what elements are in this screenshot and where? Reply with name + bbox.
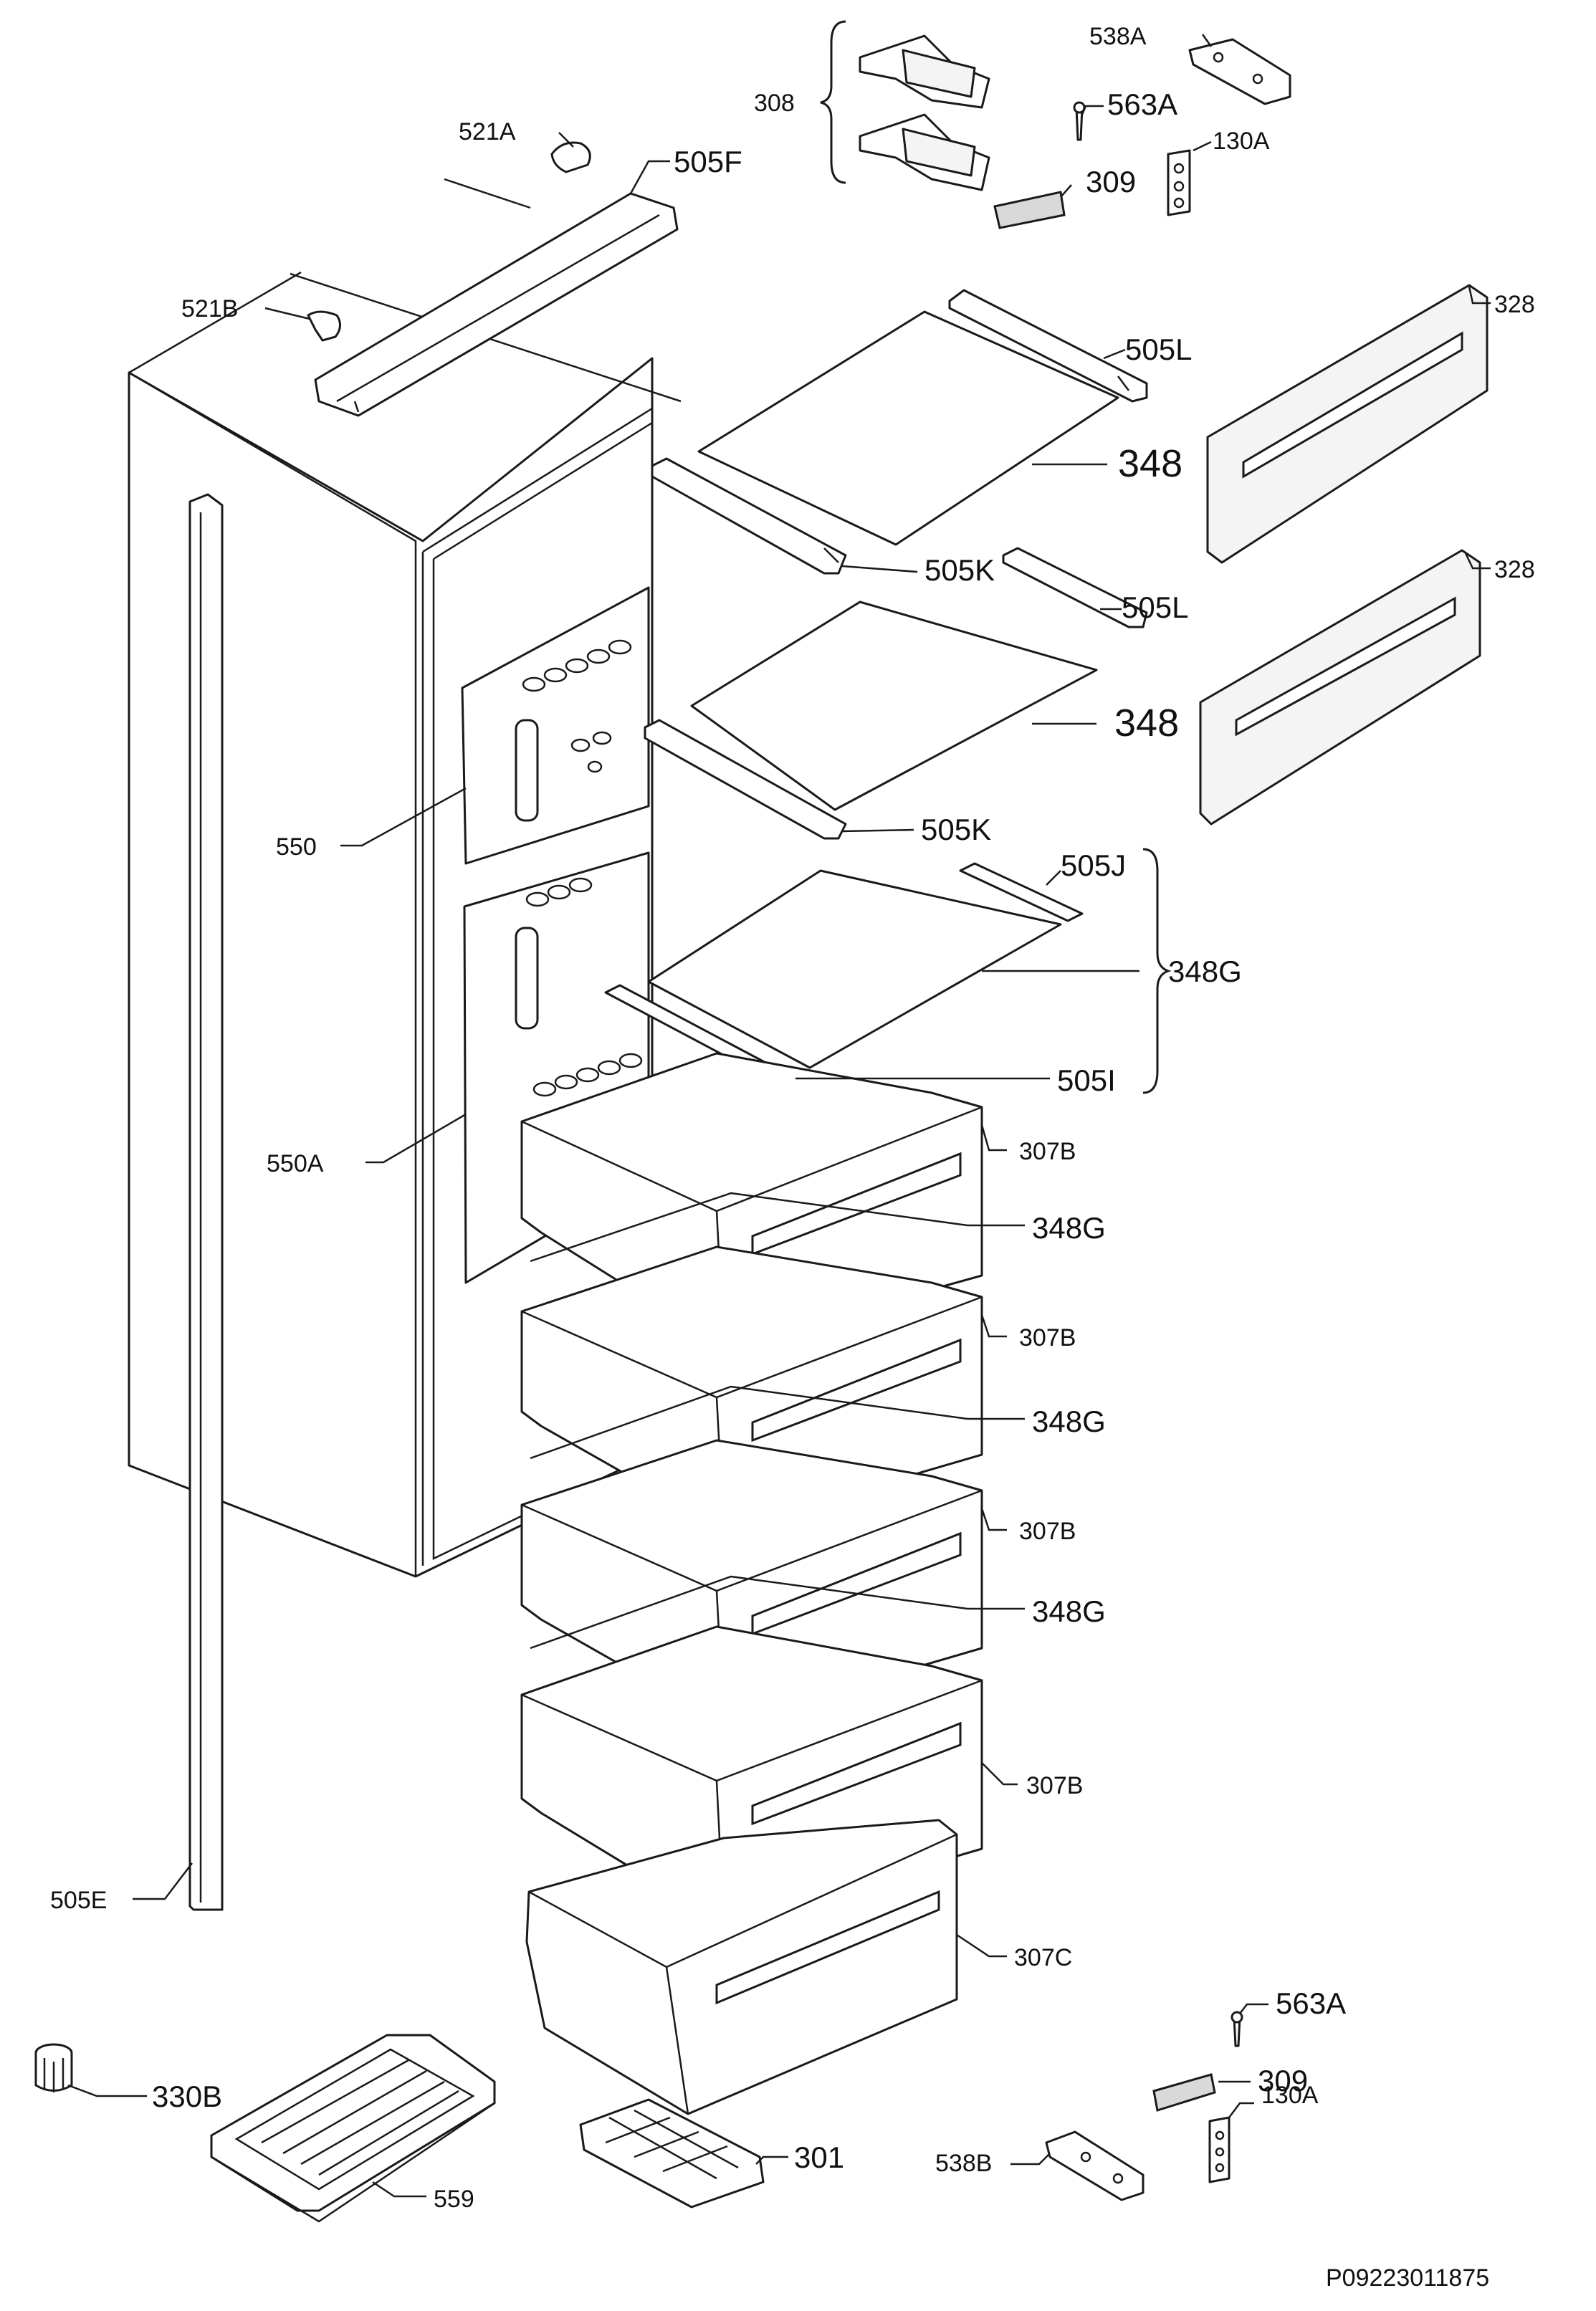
label-307b-1: 307B bbox=[1019, 1138, 1076, 1165]
label-307b-2: 307B bbox=[1019, 1324, 1076, 1351]
part-labels: 308 538A 563A 130A 309 521A 505F 521B 50… bbox=[50, 23, 1535, 2292]
label-505e: 505E bbox=[50, 1887, 107, 1914]
reference-code: P09223011875 bbox=[1326, 2264, 1489, 2292]
bracket-130a-top bbox=[1167, 149, 1191, 216]
label-348-2: 348 bbox=[1114, 702, 1179, 745]
label-505j: 505J bbox=[1061, 848, 1126, 882]
glass-divider-348g-3 bbox=[530, 1575, 968, 1650]
label-307b-3: 307B bbox=[1019, 1518, 1076, 1545]
ice-tray-301 bbox=[579, 2098, 765, 2209]
label-328-2: 328 bbox=[1494, 556, 1535, 583]
screw-563a-bottom bbox=[1231, 2011, 1243, 2047]
label-563a-top: 563A bbox=[1107, 87, 1177, 121]
shelf-rail-505j bbox=[959, 862, 1084, 922]
cap-521a bbox=[550, 141, 591, 173]
label-348-1: 348 bbox=[1118, 442, 1182, 485]
label-309-top: 309 bbox=[1086, 165, 1136, 198]
label-309-bottom: 309 bbox=[1258, 2064, 1308, 2097]
label-307b-4: 307B bbox=[1026, 1772, 1083, 1799]
drawer-307b-2 bbox=[520, 1245, 983, 1531]
label-505k-1: 505K bbox=[924, 553, 995, 587]
pad-309-top bbox=[993, 191, 1066, 229]
label-550: 550 bbox=[276, 833, 317, 861]
label-538b: 538B bbox=[935, 2150, 992, 2177]
screw-563a-top bbox=[1073, 101, 1086, 141]
bracket-130a-bottom bbox=[1208, 2116, 1231, 2183]
hinge-set-308 bbox=[859, 34, 990, 191]
brace-308 bbox=[820, 20, 846, 184]
label-348g-1: 348G bbox=[1032, 1211, 1106, 1245]
label-505i: 505I bbox=[1057, 1063, 1116, 1097]
shelf-rail-505k-2 bbox=[644, 719, 847, 840]
label-505l-2: 505L bbox=[1122, 590, 1188, 624]
label-348g-2: 348G bbox=[1032, 1405, 1106, 1438]
label-130a-bottom: 130A bbox=[1261, 2082, 1319, 2109]
control-panel-550 bbox=[461, 586, 650, 865]
label-348g-main: 348G bbox=[1168, 954, 1242, 988]
door-gasket-505e bbox=[188, 493, 224, 1911]
door-bin-328-2 bbox=[1199, 549, 1481, 826]
shelf-rail-505k-1 bbox=[651, 457, 847, 575]
glass-shelf-348-2 bbox=[690, 601, 1098, 811]
drawer-307b-3 bbox=[520, 1439, 983, 1725]
brace-348g bbox=[1142, 848, 1172, 1094]
label-505l-1: 505L bbox=[1125, 332, 1192, 366]
knob-330b bbox=[34, 2043, 73, 2092]
label-348g-3: 348G bbox=[1032, 1594, 1106, 1628]
label-521b: 521B bbox=[181, 295, 238, 322]
glass-shelf-348-1 bbox=[697, 310, 1119, 546]
label-328-1: 328 bbox=[1494, 291, 1535, 318]
label-521a: 521A bbox=[459, 118, 516, 145]
shelf-rail-505l-1 bbox=[948, 289, 1148, 403]
label-563a-bottom: 563A bbox=[1276, 1986, 1346, 2020]
label-308: 308 bbox=[754, 90, 795, 117]
label-330b: 330B bbox=[152, 2080, 222, 2113]
door-bin-328-1 bbox=[1206, 284, 1489, 564]
label-538a: 538A bbox=[1089, 23, 1147, 50]
label-307c: 307C bbox=[1014, 1944, 1072, 1971]
hinge-plate-538a bbox=[1188, 38, 1291, 105]
drawer-307c bbox=[525, 1819, 958, 2115]
label-550a: 550A bbox=[267, 1150, 324, 1177]
label-130a-top: 130A bbox=[1213, 128, 1270, 155]
glass-shelf-348g-main bbox=[647, 869, 1062, 1069]
shelf-rail-505l-2 bbox=[1002, 547, 1148, 628]
hinge-plate-538b bbox=[1045, 2130, 1145, 2201]
cap-521b bbox=[307, 310, 341, 342]
leader-lines bbox=[67, 34, 1491, 2198]
glass-divider-348g-1 bbox=[530, 1192, 968, 1263]
label-505f: 505F bbox=[674, 145, 742, 178]
label-301: 301 bbox=[794, 2140, 844, 2174]
label-505k-2: 505K bbox=[921, 813, 991, 846]
tray-559 bbox=[210, 2034, 496, 2223]
glass-divider-348g-2 bbox=[530, 1385, 968, 1460]
label-559: 559 bbox=[434, 2186, 474, 2213]
pad-309-bottom bbox=[1152, 2073, 1216, 2112]
